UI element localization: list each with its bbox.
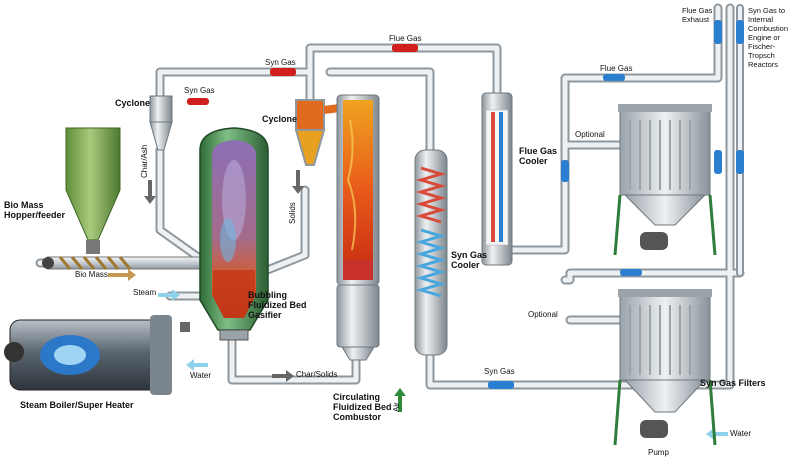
cyclone-left-unit [149,95,173,151]
label-flue-gas-cooler: Flue Gas Cooler [519,146,558,166]
syn-gas-out-arrow [736,20,744,44]
syn-gas-arrow-filter [620,269,642,276]
syn-gas-cooler-unit [414,149,448,356]
syn-gas-filter-unit [613,289,717,446]
label-optional-top: Optional [575,130,605,139]
label-syn-gas-cooler: Syn Gas Cooler [451,250,488,270]
label-pump: Pump [648,448,669,457]
label-flue-gas-exhaust: Flue Gas Exhaust [682,6,713,24]
syn-gas-arrow-bottom [488,381,514,389]
exhaust-arrow [714,20,722,44]
air-arrow [394,388,406,412]
label-steam-boiler: Steam Boiler/Super Heater [20,400,134,410]
label-water-filter: Water [730,429,752,438]
label-syn-gas-cyclone: Syn Gas [184,86,215,95]
label-flue-gas-top: Flue Gas [389,34,422,43]
label-syn-gas-filters: Syn Gas Filters [700,378,766,388]
label-air: Air [392,402,401,412]
flue-gas-arrow-right [603,74,625,81]
label-flue-gas-right: Flue Gas [600,64,633,73]
gasifier-unit [199,127,269,341]
steam-boiler-unit [4,315,190,395]
label-combustor: Circulating Fluidized Bed Combustor [333,392,392,422]
flue-gas-filter-unit [613,104,717,256]
label-optional-bottom: Optional [528,310,558,319]
water-arrow-filter [706,428,728,440]
hopper-feeder [42,127,207,270]
label-solids: Solids [288,202,297,224]
label-bio-mass: Bio Mass [75,270,108,279]
label-cyclone-left: Cyclone [115,98,151,108]
syn-gas-arrow-cyclone [187,98,209,105]
label-char-solids: Char/Solids [296,370,338,379]
steam-arrow [158,289,180,301]
solids-arrow [292,170,304,194]
label-bio-mass-hopper: Bio Mass Hopper/feeder [4,200,66,220]
label-char-ash: Char/Ash [140,144,149,178]
char-ash-arrow [144,180,156,204]
label-syn-gas-top: Syn Gas [265,58,296,67]
label-cyclone-right: Cyclone [262,114,298,124]
label-steam: Steam [133,288,157,297]
label-water-boiler: Water [190,371,212,380]
combustor-unit [336,94,380,361]
syn-gas-arrow-top [270,68,296,76]
label-syn-gas-to: Syn Gas to Internal Combustion Engine or… [748,6,789,69]
flue-gas-cooler-unit [481,92,513,266]
bio-mass-arrow [108,269,136,281]
char-solids-arrow [272,370,294,382]
water-arrow-boiler [186,359,208,371]
cyclone-right-unit [294,99,341,166]
label-syn-gas-bottom: Syn Gas [484,367,515,376]
label-gasifier: Bubbling Fluidized Bed Gasifier [248,290,307,320]
flow-arrows [108,20,744,440]
flue-gas-arrow-top [392,44,418,52]
